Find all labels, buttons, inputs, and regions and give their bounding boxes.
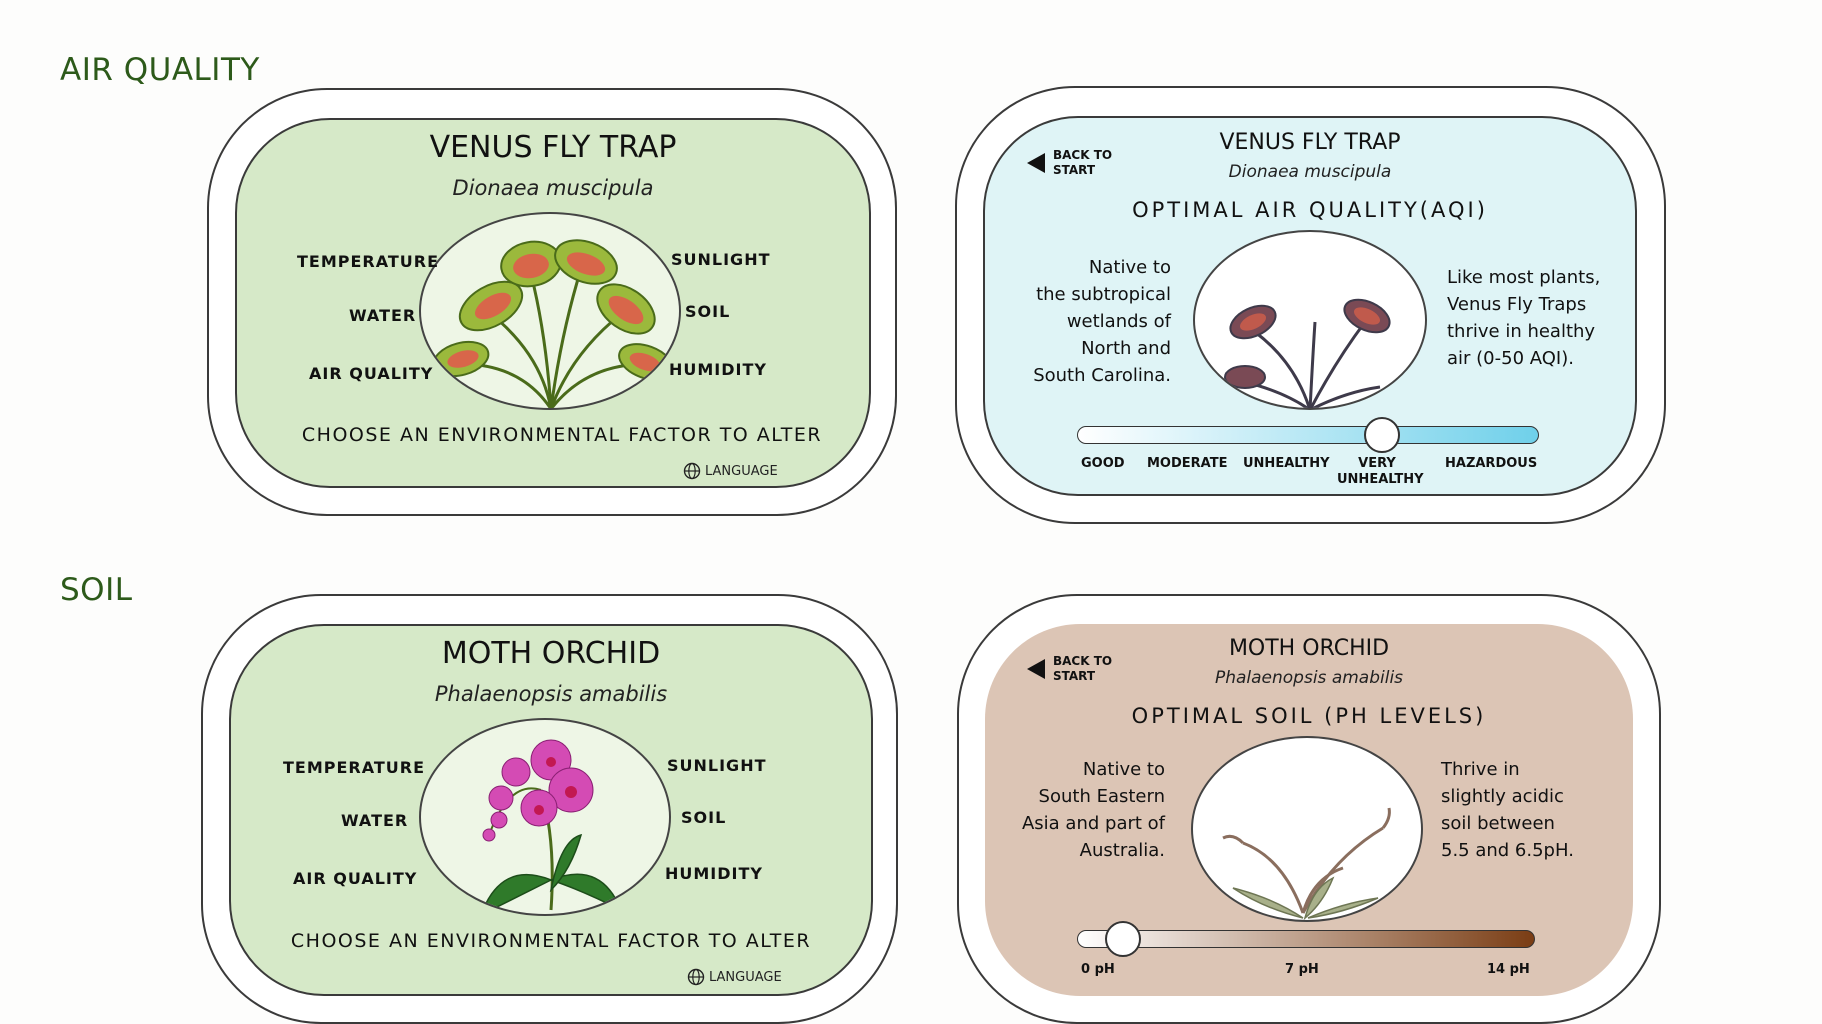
aqi-slider-handle[interactable] (1363, 417, 1400, 453)
venus-home-card: VENUS FLY TRAP Dionaea muscipula (207, 88, 897, 516)
aqi-label-moderate: MODERATE (1147, 456, 1228, 471)
choose-factor-prompt: CHOOSE AN ENVIRONMENTAL FACTOR TO ALTER (290, 930, 812, 952)
factor-temperature[interactable]: TEMPERATURE (283, 758, 426, 777)
section-title-soil: SOIL (60, 572, 133, 608)
plant-illustration-frame (419, 718, 671, 916)
ph-slider-handle[interactable] (1104, 921, 1141, 957)
plant-title: MOTH ORCHID (441, 636, 661, 671)
text-line: 5.5 and 6.5pH. (1441, 840, 1574, 861)
text-line: South Carolina. (1033, 365, 1171, 386)
venus-home-panel: VENUS FLY TRAP Dionaea muscipula (235, 118, 871, 488)
text-line: Native to (1088, 257, 1171, 278)
factor-temperature[interactable]: TEMPERATURE (297, 252, 440, 271)
native-habitat-text: Native to the subtropical wetlands of No… (1011, 254, 1171, 389)
text-line: Asia and part of (1021, 813, 1165, 834)
moth-orchid-illustration (480, 739, 623, 914)
ph-label-min: 0 pH (1081, 962, 1115, 977)
venus-flytrap-illustration (432, 239, 674, 408)
back-label-line1: BACK TO (1053, 654, 1113, 668)
language-button[interactable]: LANGUAGE (687, 968, 782, 986)
factor-air-quality[interactable]: AIR QUALITY (293, 869, 418, 888)
aqi-label-unhealthy: UNHEALTHY (1243, 456, 1330, 471)
text-line: Venus Fly Traps (1447, 294, 1587, 315)
plant-scientific-name: Dionaea muscipula (1228, 162, 1392, 182)
orchid-home-card: MOTH ORCHID Phalaenopsis amabilis (201, 594, 898, 1024)
back-label-line2: START (1053, 669, 1096, 683)
back-label-line1: BACK TO (1053, 148, 1113, 162)
language-button[interactable]: LANGUAGE (683, 462, 778, 480)
optimal-heading: OPTIMAL SOIL (PH LEVELS) (1131, 704, 1487, 728)
text-line: slightly acidic (1441, 786, 1564, 807)
factor-water[interactable]: WATER (341, 811, 409, 830)
text-line: wetlands of (1066, 311, 1171, 332)
aqi-label-good: GOOD (1081, 456, 1125, 471)
language-label: LANGUAGE (709, 969, 782, 985)
optimal-heading: OPTIMAL AIR QUALITY(AQI) (1132, 198, 1488, 222)
section-title-air-quality: AIR QUALITY (60, 52, 260, 88)
ph-label-max: 14 pH (1487, 962, 1530, 977)
aqi-label-very-unhealthy: VERY UNHEALTHY (1337, 456, 1424, 488)
ph-slider-track[interactable] (1077, 930, 1535, 948)
text-line: North and (1081, 338, 1171, 359)
text-line: South Eastern (1038, 786, 1165, 807)
native-habitat-text: Native to South Eastern Asia and part of… (995, 756, 1165, 864)
text-line: the subtropical (1036, 284, 1171, 305)
factor-water[interactable]: WATER (349, 306, 417, 325)
factor-air-quality[interactable]: AIR QUALITY (309, 364, 434, 383)
optimal-soil-text: Thrive in slightly acidic soil between 5… (1441, 756, 1621, 864)
factor-soil[interactable]: SOIL (685, 302, 731, 321)
aqi-label-hazardous: HAZARDOUS (1445, 456, 1538, 471)
factor-soil[interactable]: SOIL (681, 808, 727, 827)
plant-scientific-name: Phalaenopsis amabilis (1214, 668, 1404, 688)
text-line: soil between (1441, 813, 1555, 834)
plant-illustration-frame (1191, 736, 1423, 922)
text-line: Thrive in (1441, 759, 1520, 780)
plant-title: VENUS FLY TRAP (429, 130, 677, 165)
text-line: Like most plants, (1447, 267, 1601, 288)
factor-sunlight[interactable]: SUNLIGHT (671, 250, 771, 269)
dried-orchid-illustration (1222, 807, 1391, 920)
aqi-slider-track[interactable] (1077, 426, 1539, 444)
choose-factor-prompt: CHOOSE AN ENVIRONMENTAL FACTOR TO ALTER (301, 424, 823, 446)
plant-illustration-frame (419, 212, 681, 410)
plant-scientific-name: Dionaea muscipula (452, 176, 654, 200)
back-arrow-icon (1027, 153, 1045, 173)
ph-label-mid: 7 pH (1285, 962, 1319, 977)
text-line: air (0-50 AQI). (1447, 348, 1574, 369)
factor-humidity[interactable]: HUMIDITY (665, 864, 763, 883)
plant-scientific-name: Phalaenopsis amabilis (434, 682, 668, 706)
back-arrow-icon (1027, 659, 1045, 679)
back-label-line2: START (1053, 163, 1096, 177)
optimal-air-text: Like most plants, Venus Fly Traps thrive… (1447, 264, 1627, 372)
plant-illustration-frame (1193, 230, 1427, 410)
plant-title: MOTH ORCHID (1228, 636, 1390, 661)
language-label: LANGUAGE (705, 463, 778, 479)
text-line: Australia. (1079, 840, 1165, 861)
globe-icon (683, 462, 701, 480)
tick-line: VERY (1358, 456, 1396, 471)
text-line: Native to (1082, 759, 1165, 780)
factor-sunlight[interactable]: SUNLIGHT (667, 756, 767, 775)
orchid-home-panel: MOTH ORCHID Phalaenopsis amabilis (229, 624, 873, 996)
tick-line: UNHEALTHY (1337, 472, 1424, 487)
plant-title: VENUS FLY TRAP (1219, 130, 1401, 155)
wilted-flytrap-illustration (1224, 298, 1391, 408)
factor-humidity[interactable]: HUMIDITY (669, 360, 767, 379)
text-line: thrive in healthy (1447, 321, 1596, 342)
globe-icon (687, 968, 705, 986)
